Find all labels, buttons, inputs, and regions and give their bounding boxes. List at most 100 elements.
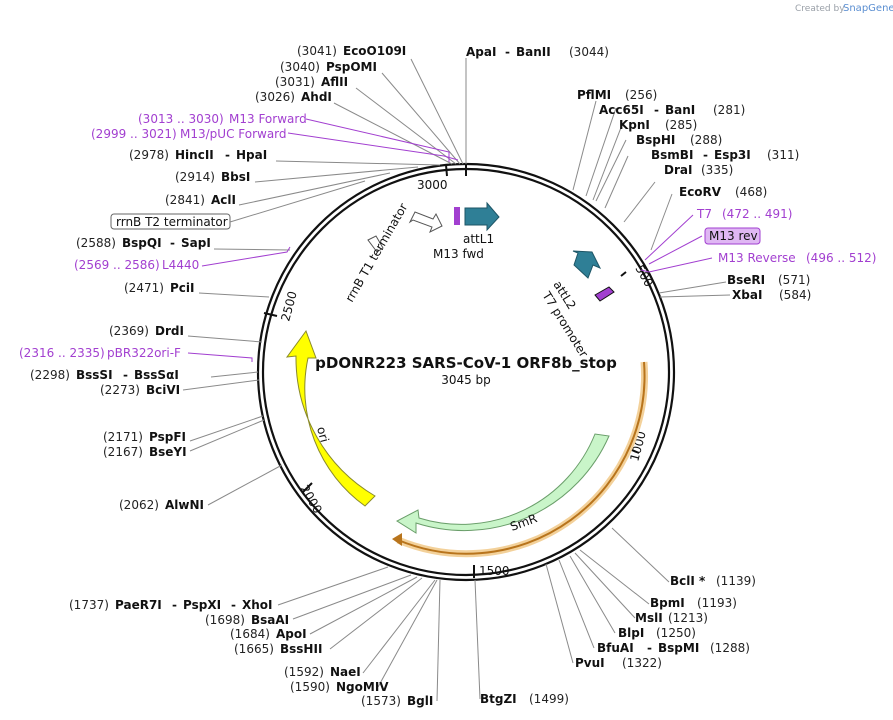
site-apoi[interactable]: ApoI xyxy=(276,627,307,641)
pos-pspomi: (3040) xyxy=(280,60,320,74)
site-alwni[interactable]: AlwNI xyxy=(165,498,204,512)
site-separator-bsmbi: - xyxy=(703,148,708,162)
m13fwd-label: M13 fwd xyxy=(433,247,484,261)
pos-t7: (472 .. 491) xyxy=(722,207,792,221)
site-pflmi[interactable]: PflMI xyxy=(577,88,611,102)
pos-m13reverse: (496 .. 512) xyxy=(806,251,876,265)
pos-paer7i: (1737) xyxy=(69,598,109,612)
primer-m13puc[interactable]: M13/pUC Forward xyxy=(180,127,287,141)
m13fwd-primer xyxy=(454,207,460,225)
site-hpai[interactable]: HpaI xyxy=(236,148,267,162)
pos-kpni: (285) xyxy=(665,118,697,132)
site-xhoi[interactable]: XhoI xyxy=(242,598,273,612)
pos-hincii: (2978) xyxy=(129,148,169,162)
site-ecoo109i[interactable]: EcoO109I xyxy=(343,44,406,58)
pos-drai: (335) xyxy=(701,163,733,177)
site-blpi[interactable]: BlpI xyxy=(618,626,644,640)
plasmid-name: pDONR223 SARS-CoV-1 ORF8b_stop xyxy=(315,354,617,372)
site-pspfi[interactable]: PspFI xyxy=(149,430,186,444)
site-acli[interactable]: AclI xyxy=(211,193,236,207)
smr-feature[interactable] xyxy=(395,433,610,534)
site-kpni[interactable]: KpnI xyxy=(619,118,650,132)
site-bspqi[interactable]: BspQI xyxy=(122,236,162,250)
site-apai[interactable]: ApaI xyxy=(466,45,496,59)
pos-l4440: (2569 .. 2586) xyxy=(74,258,160,272)
pos-naei: (1592) xyxy=(284,665,324,679)
t7-promoter-feature[interactable] xyxy=(594,286,615,302)
pos-xbai: (584) xyxy=(779,288,811,302)
site-bseyi[interactable]: BseYI xyxy=(149,445,187,459)
site-xbai[interactable]: XbaI xyxy=(732,288,762,302)
site-pvui[interactable]: PvuI xyxy=(575,656,605,670)
created-by-label: Created by xyxy=(795,4,845,14)
rrnb-t2-label: rrnB T2 terminator xyxy=(116,215,228,229)
site-separator-bfuai: - xyxy=(647,641,652,655)
primer-m13rev: M13 rev xyxy=(709,229,758,243)
site-bpmi[interactable]: BpmI xyxy=(650,596,685,610)
tick-2500: 2500 xyxy=(278,290,299,323)
site-paer7i[interactable]: PaeR7I xyxy=(115,598,162,612)
rrnb-t1-label: rrnB T1 terminator xyxy=(342,201,410,305)
pos-bbsi: (2914) xyxy=(175,170,215,184)
site-bani[interactable]: BanI xyxy=(665,103,695,117)
site-bsssi[interactable]: BssSI xyxy=(76,368,113,382)
backbone-outer xyxy=(256,162,676,582)
site-ecorv[interactable]: EcoRV xyxy=(679,185,722,199)
site-bsaai[interactable]: BsaAI xyxy=(251,613,289,627)
site-aflii[interactable]: AflII xyxy=(321,75,348,89)
primer-l4440[interactable]: L4440 xyxy=(162,258,199,272)
site-bbsi[interactable]: BbsI xyxy=(221,170,250,184)
site-btgzi[interactable]: BtgZI xyxy=(480,692,517,706)
site-bcivi[interactable]: BciVI xyxy=(146,383,180,397)
primer-m13forward[interactable]: M13 Forward xyxy=(229,112,307,126)
site-banii[interactable]: BanII xyxy=(516,45,551,59)
rrnb-t1-feature[interactable] xyxy=(408,211,443,234)
site-acc65i[interactable]: Acc65I xyxy=(599,103,644,117)
site-esp3i[interactable]: Esp3I xyxy=(714,148,751,162)
rrnb-t2-feature[interactable] xyxy=(367,235,384,253)
site-bgli[interactable]: BglI xyxy=(407,694,433,708)
pos-pvui: (1322) xyxy=(622,656,662,670)
pos-bseri: (571) xyxy=(778,273,810,287)
site-pcii[interactable]: PciI xyxy=(170,281,195,295)
site-ngomiv[interactable]: NgoMIV xyxy=(336,680,389,694)
pos-ahdi: (3026) xyxy=(255,90,295,104)
site-pspomi[interactable]: PspOMI xyxy=(326,60,377,74)
pos-m13puc: (2999 .. 3021) xyxy=(91,127,177,141)
primer-pbr322[interactable]: pBR322ori-F xyxy=(107,346,181,360)
pos-blpi: (1250) xyxy=(656,626,696,640)
pos-aflii: (3031) xyxy=(275,75,315,89)
site-ahdi[interactable]: AhdI xyxy=(301,90,332,104)
pos-bpmi: (1193) xyxy=(697,596,737,610)
site-bseri[interactable]: BseRI xyxy=(727,273,765,287)
plasmid-length: 3045 bp xyxy=(441,373,491,387)
pos-bspqi: (2588) xyxy=(76,236,116,250)
site-pspxi[interactable]: PspXI xyxy=(183,598,221,612)
site-bspmi[interactable]: BspMI xyxy=(658,641,699,655)
site-bsshii[interactable]: BssHII xyxy=(280,642,322,656)
pos-pflmi: (256) xyxy=(625,88,657,102)
site-bfuai[interactable]: BfuAI xyxy=(597,641,634,655)
pos-pbr322: (2316 .. 2335) xyxy=(19,346,105,360)
pos-pcii: (2471) xyxy=(124,281,164,295)
attl2-feature[interactable] xyxy=(572,250,602,279)
primer-m13reverse[interactable]: M13 Reverse xyxy=(718,251,796,265)
site-hincii[interactable]: HincII xyxy=(175,148,214,162)
ori-feature[interactable] xyxy=(285,329,376,507)
site-drdi[interactable]: DrdI xyxy=(155,324,184,338)
site-naei[interactable]: NaeI xyxy=(330,665,361,679)
site-bsssai[interactable]: BssSαI xyxy=(134,368,179,382)
leader-lines xyxy=(182,58,731,702)
m13rev-box[interactable] xyxy=(704,227,761,245)
site-msli[interactable]: MslI xyxy=(635,611,663,625)
primer-t7[interactable]: T7 xyxy=(696,207,712,221)
site-bsmbi[interactable]: BsmBI xyxy=(651,148,693,162)
site-drai[interactable]: DraI xyxy=(664,163,692,177)
site-bsphi[interactable]: BspHI xyxy=(636,133,675,147)
site-sapi[interactable]: SapI xyxy=(181,236,211,250)
site-separator-bspqi: - xyxy=(170,236,175,250)
attl1-feature[interactable] xyxy=(464,201,500,232)
pos-msli: (1213) xyxy=(668,611,708,625)
site-bcli[interactable]: BclI * xyxy=(670,574,706,588)
